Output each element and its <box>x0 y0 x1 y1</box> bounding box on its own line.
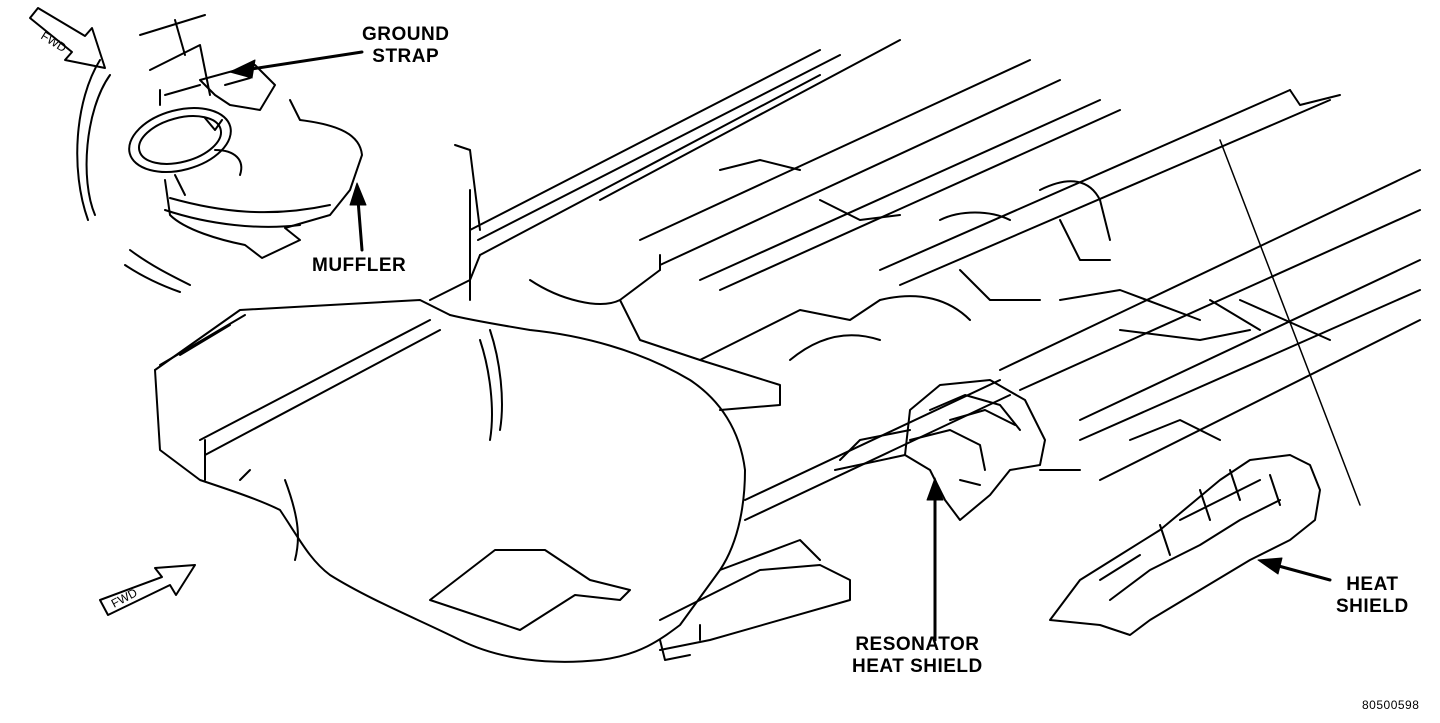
ground-strap-arrow <box>243 50 364 72</box>
ground-strap-label: GROUND STRAP <box>362 24 450 67</box>
heat-shield-arrow <box>1273 563 1332 582</box>
muffler-body <box>164 99 363 259</box>
fwd-arrow-top: FWD <box>29 7 106 69</box>
vehicle-underbody <box>154 39 1421 663</box>
resonator-heat-shield <box>904 379 1046 521</box>
heat-shield <box>1049 454 1321 636</box>
fwd-label-top: FWD <box>38 29 69 56</box>
muffler-arrow <box>356 198 364 252</box>
muffler-inset <box>76 14 363 293</box>
muffler-outlet <box>128 107 232 173</box>
fwd-arrow-bottom: FWD <box>99 564 196 616</box>
muffler-label: MUFFLER <box>312 255 407 276</box>
floor-panel <box>429 549 631 631</box>
figure-id: 80500598 <box>1362 698 1420 712</box>
spare-tire-well <box>154 314 746 663</box>
callout-arrows <box>229 50 1332 642</box>
heat-shield-label: HEAT SHIELD <box>1336 574 1409 617</box>
resonator-heat-shield-label: RESONATOR HEAT SHIELD <box>852 634 983 677</box>
